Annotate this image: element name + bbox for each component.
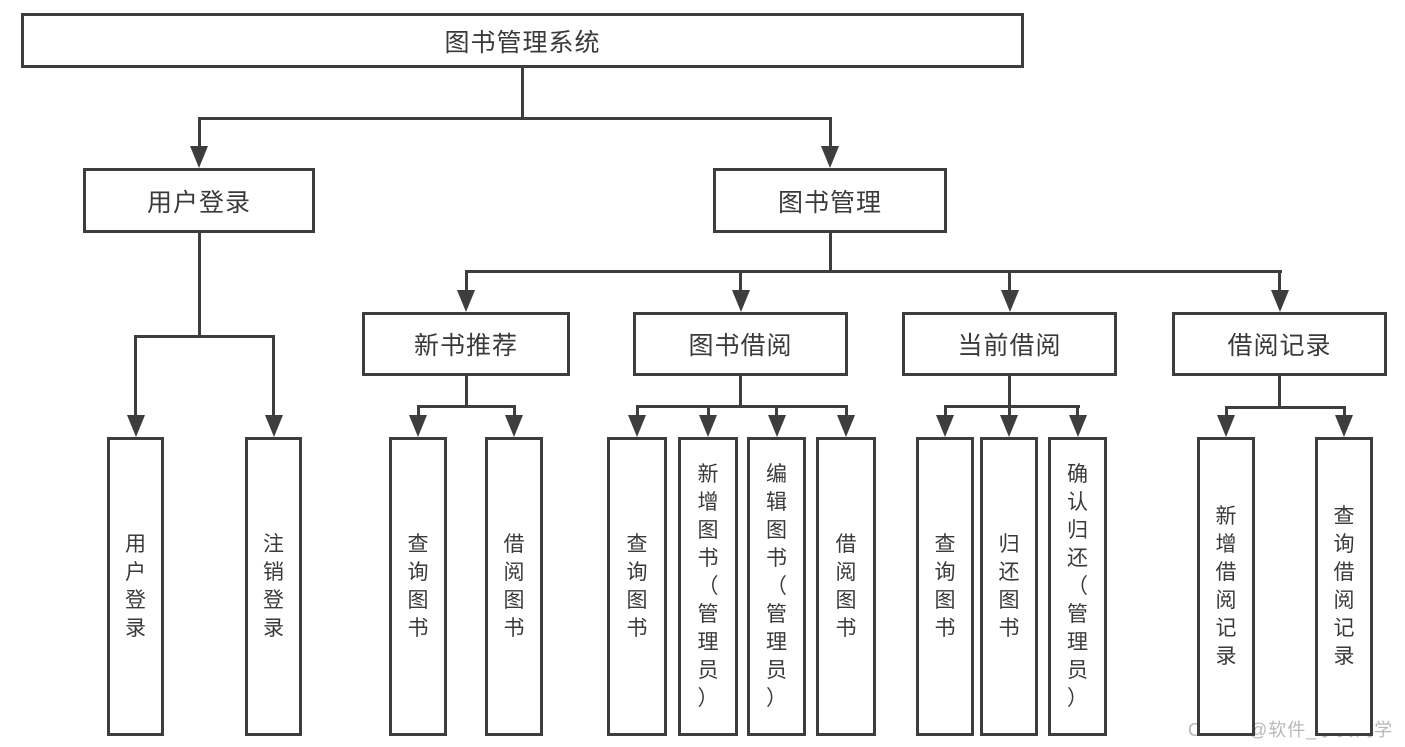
arrow-down-icon <box>768 415 786 437</box>
node-leaf-query-books-borrowing: 查 询 图 书 <box>607 437 667 736</box>
node-user-login: 用户登录 <box>83 168 315 233</box>
connector-drop <box>944 405 947 415</box>
connector-bar <box>417 405 516 408</box>
node-borrowing-records: 借阅记录 <box>1172 312 1387 376</box>
arrow-down-icon <box>732 290 750 312</box>
connector-stem <box>521 68 524 120</box>
node-label: 新书推荐 <box>413 332 518 360</box>
connector-drop <box>1076 405 1079 415</box>
arrow-down-icon <box>409 415 427 437</box>
node-label: 新 增 借 阅 记 录 <box>1215 504 1237 668</box>
node-label: 用户登录 <box>146 188 251 217</box>
connector-drop <box>272 335 275 415</box>
connector-stem <box>829 233 832 273</box>
connector-drop <box>198 117 201 146</box>
node-label: 图书管理 <box>777 188 882 217</box>
arrow-down-icon <box>699 415 717 437</box>
node-leaf-return-books: 归 还 图 书 <box>980 437 1038 736</box>
node-label: 借 阅 图 书 <box>503 532 525 640</box>
arrow-down-icon <box>821 146 839 168</box>
node-leaf-logout: 注 销 登 录 <box>245 437 302 736</box>
node-label: 当前借阅 <box>957 332 1062 360</box>
node-leaf-query-books-recommend: 查 询 图 书 <box>389 437 447 736</box>
arrow-down-icon <box>190 146 208 168</box>
arrow-down-icon <box>505 415 523 437</box>
connector-drop <box>1225 406 1228 415</box>
connector-drop <box>636 405 639 415</box>
arrow-down-icon <box>1000 415 1018 437</box>
node-label: 归 还 图 书 <box>998 532 1020 640</box>
arrow-down-icon <box>457 290 475 312</box>
node-label: 查 询 图 书 <box>407 532 429 640</box>
arrow-down-icon <box>1217 415 1235 437</box>
node-label: 新 增 图 书 （ 管 理 员 ） <box>697 462 719 710</box>
connector-drop <box>417 405 420 415</box>
connector-drop <box>829 117 832 146</box>
node-leaf-add-borrow-record: 新 增 借 阅 记 录 <box>1197 437 1255 736</box>
arrow-down-icon <box>1271 290 1289 312</box>
connector-drop <box>707 405 710 415</box>
connector-drop <box>845 405 848 415</box>
arrow-down-icon <box>936 415 954 437</box>
node-label: 注 销 登 录 <box>263 532 284 640</box>
node-label: 查 询 借 阅 记 录 <box>1333 504 1355 668</box>
connector-bar <box>1225 406 1346 409</box>
connector-stem <box>1008 376 1011 408</box>
arrow-down-icon <box>628 415 646 437</box>
connector-drop <box>1008 405 1011 415</box>
node-label: 编 辑 图 书 （ 管 理 员 ） <box>766 462 787 710</box>
connector-drop <box>739 270 742 290</box>
connector-bar <box>944 405 1080 408</box>
node-label: 查 询 图 书 <box>626 532 648 640</box>
connector-bar <box>636 405 848 408</box>
connector-stem <box>198 233 201 338</box>
node-leaf-borrow-books-borrowing: 借 阅 图 书 <box>816 437 876 736</box>
arrow-down-icon <box>837 415 855 437</box>
node-leaf-confirm-return-admin: 确 认 归 还 （ 管 理 员 ） <box>1048 437 1107 736</box>
node-leaf-add-books-admin: 新 增 图 书 （ 管 理 员 ） <box>678 437 738 736</box>
node-new-book-recommend: 新书推荐 <box>362 312 570 376</box>
node-current-borrowing: 当前借阅 <box>902 312 1117 376</box>
node-label: 图书管理系统 <box>444 28 601 57</box>
connector-bar <box>134 335 275 338</box>
node-label: 图书借阅 <box>688 332 793 360</box>
node-label: 借阅记录 <box>1227 332 1332 360</box>
arrow-down-icon <box>1069 415 1087 437</box>
connector-stem <box>465 376 468 408</box>
connector-drop <box>134 335 137 415</box>
node-book-borrowing: 图书借阅 <box>633 312 848 376</box>
node-label: 用 户 登 录 <box>125 532 146 640</box>
node-label: 查 询 图 书 <box>934 532 956 640</box>
node-leaf-query-books-current: 查 询 图 书 <box>916 437 974 736</box>
connector-stem <box>739 376 742 408</box>
arrow-down-icon <box>127 415 145 437</box>
node-leaf-borrow-books-recommend: 借 阅 图 书 <box>485 437 543 736</box>
arrow-down-icon <box>1335 415 1353 437</box>
connector-bar <box>198 117 832 120</box>
arrow-down-icon <box>265 415 283 437</box>
connector-drop <box>513 405 516 415</box>
connector-drop <box>775 405 778 415</box>
node-label: 借 阅 图 书 <box>835 532 857 640</box>
node-leaf-user-login: 用 户 登 录 <box>107 437 164 736</box>
connector-bar <box>465 270 1282 273</box>
node-label: 确 认 归 还 （ 管 理 员 ） <box>1067 462 1088 710</box>
connector-drop <box>1278 270 1281 290</box>
connector-drop <box>465 270 468 290</box>
connector-stem <box>1278 376 1281 409</box>
arrow-down-icon <box>1001 290 1019 312</box>
connector-drop <box>1008 270 1011 290</box>
node-book-management: 图书管理 <box>713 168 947 233</box>
node-leaf-edit-books-admin: 编 辑 图 书 （ 管 理 员 ） <box>747 437 806 736</box>
node-leaf-query-borrow-record: 查 询 借 阅 记 录 <box>1315 437 1373 736</box>
connector-drop <box>1343 406 1346 415</box>
node-root: 图书管理系统 <box>21 13 1024 68</box>
